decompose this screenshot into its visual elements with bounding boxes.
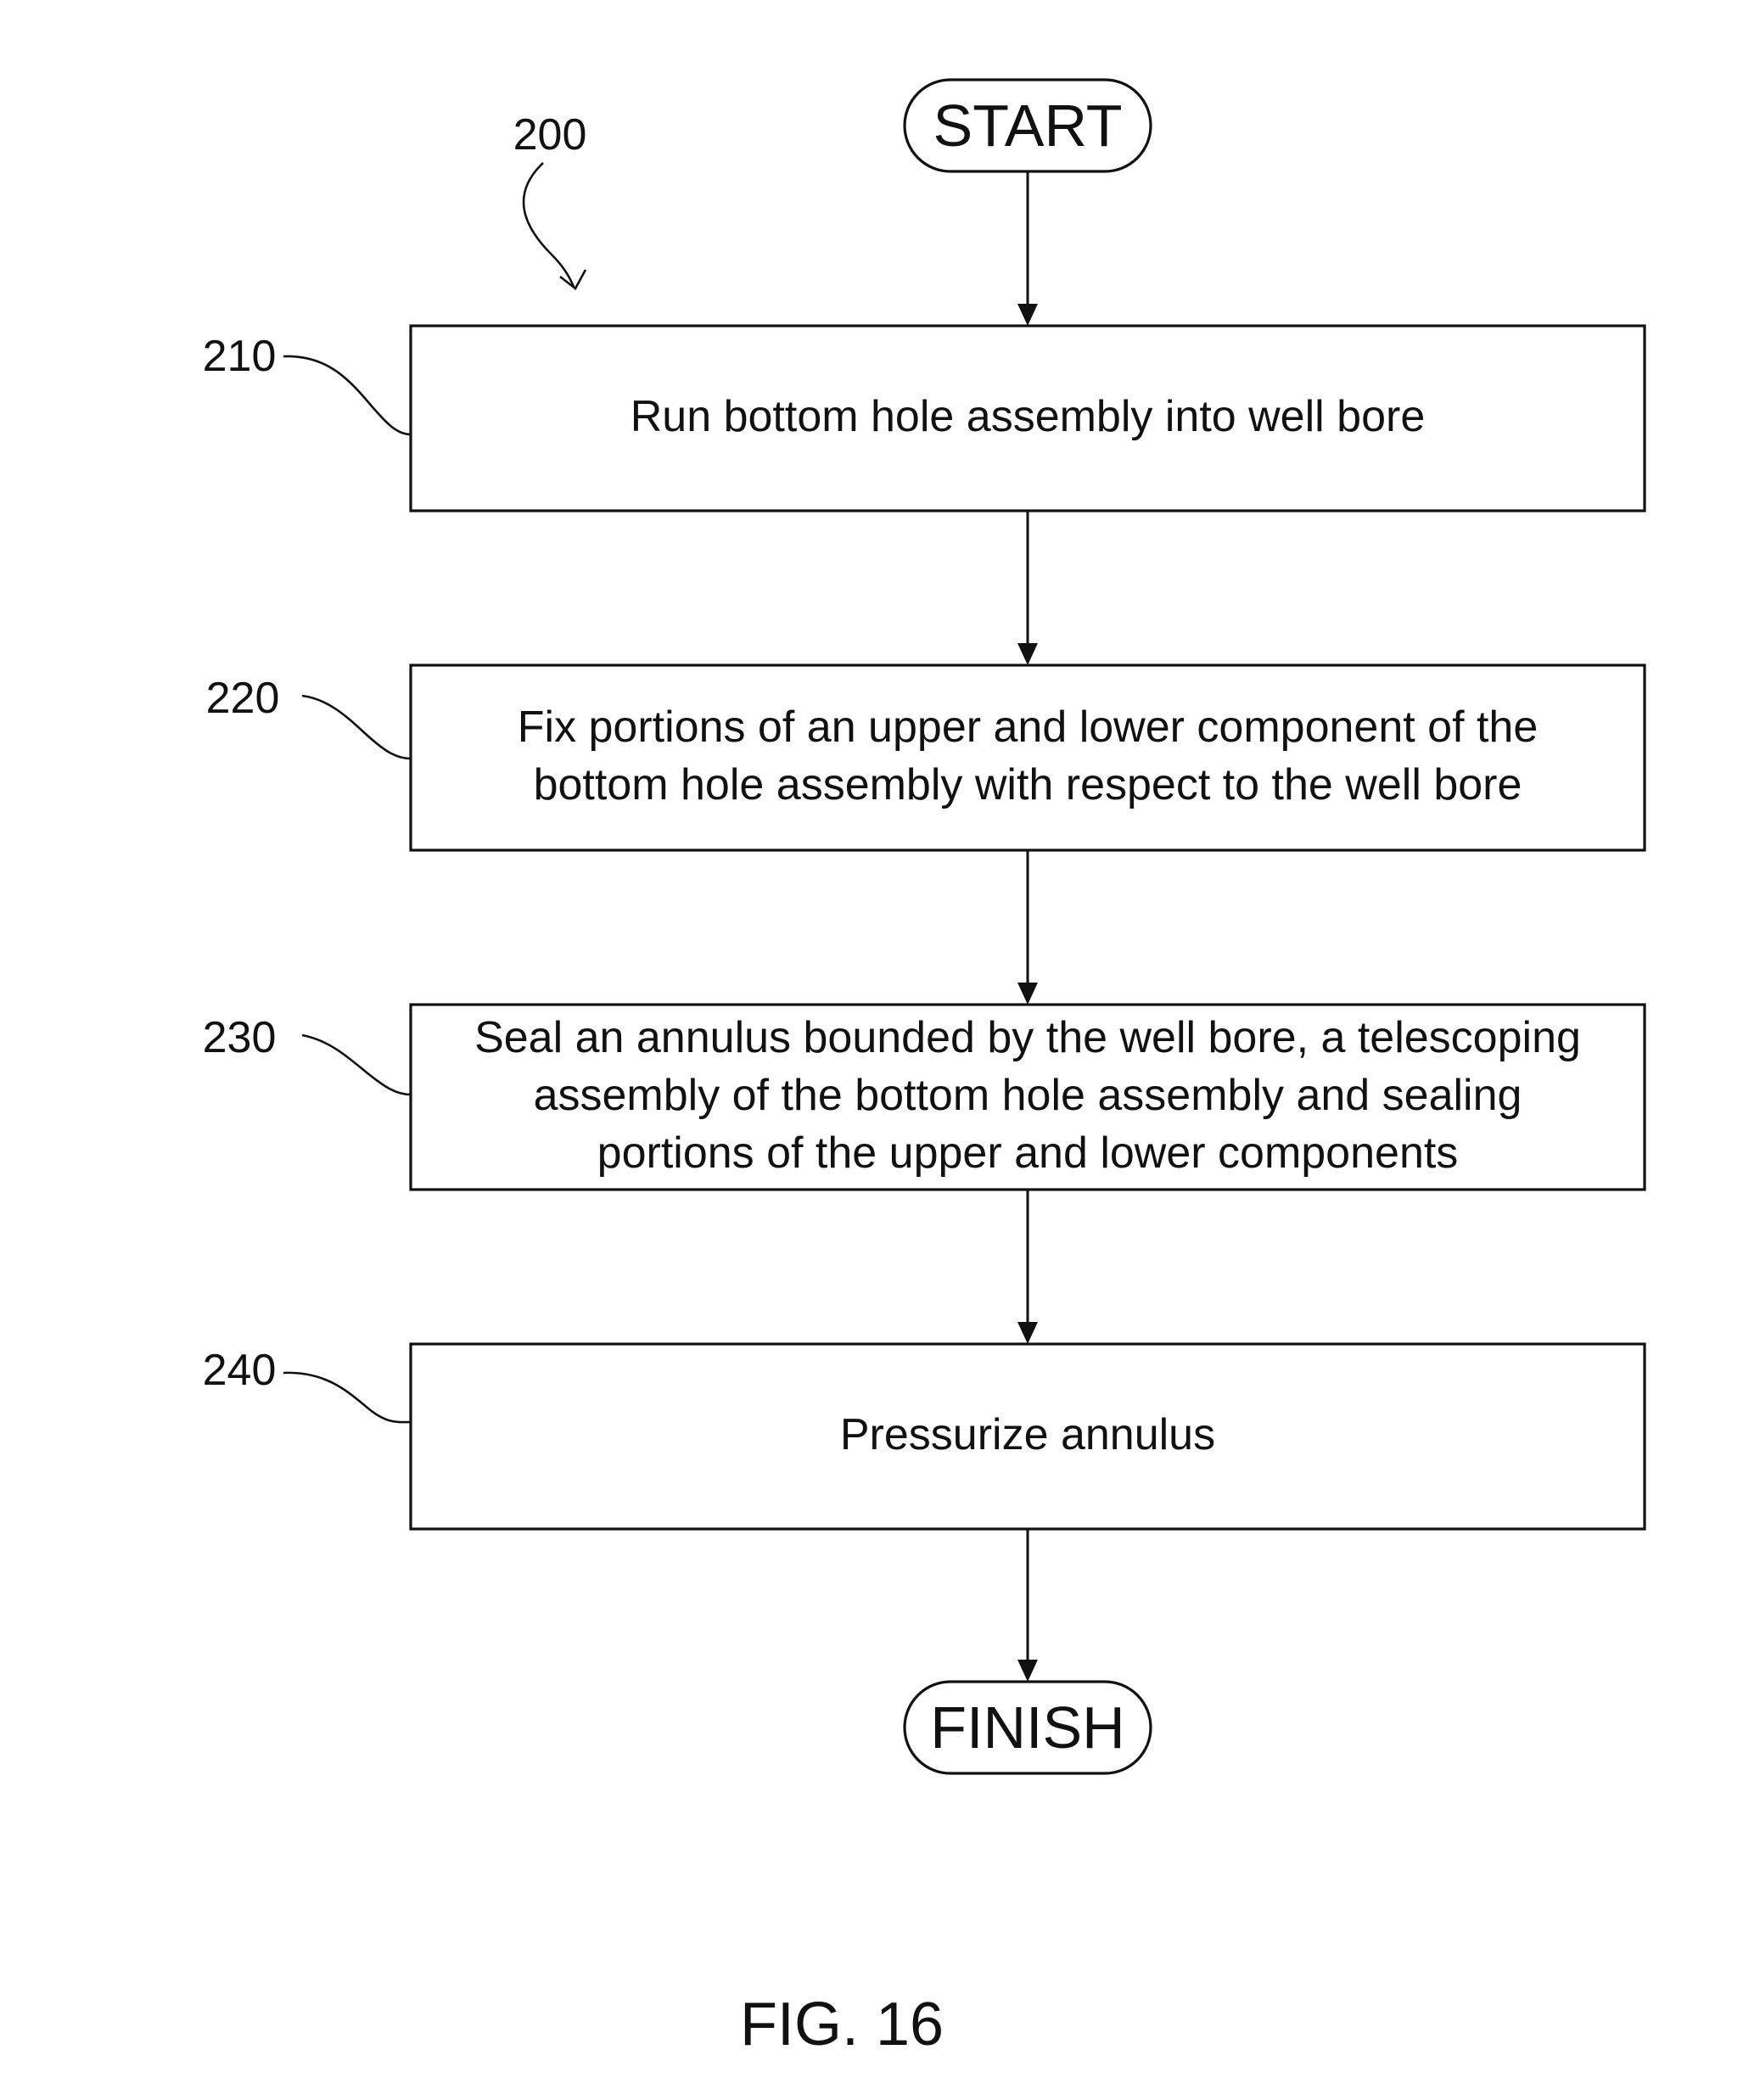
start-terminal: START	[905, 80, 1151, 171]
figure-caption: FIG. 16	[740, 1991, 944, 2058]
step-ref-leader	[283, 356, 411, 434]
step-220: Fix portions of an upper and lower compo…	[206, 665, 1645, 850]
step-text-line: Run bottom hole assembly into well bore	[631, 392, 1425, 441]
step-text-line: bottom hole assembly with respect to the…	[534, 760, 1522, 809]
connector-start-to-210	[1017, 171, 1038, 326]
connector-240-to-finish	[1017, 1529, 1038, 1682]
step-ref-leader	[302, 696, 411, 759]
step-text-line: Seal an annulus bounded by the well bore…	[474, 1013, 1581, 1062]
step-ref-number: 230	[203, 1013, 277, 1062]
figure-ref-arrow-head	[560, 270, 586, 288]
connector-210-to-220	[1017, 511, 1038, 665]
step-ref-number: 240	[203, 1346, 277, 1395]
step-240: Pressurize annulus 240	[203, 1344, 1645, 1529]
connector-230-to-240	[1017, 1190, 1038, 1344]
step-text-line: Pressurize annulus	[840, 1410, 1215, 1459]
step-ref-leader	[302, 1035, 411, 1095]
step-text-line: Fix portions of an upper and lower compo…	[518, 703, 1539, 752]
step-text-line: portions of the upper and lower componen…	[597, 1128, 1459, 1178]
step-ref-number: 220	[206, 674, 280, 723]
start-terminal-label: START	[933, 92, 1123, 159]
arrow-head	[1017, 643, 1038, 665]
step-text-line: assembly of the bottom hole assembly and…	[534, 1071, 1522, 1120]
connector-220-to-230	[1017, 850, 1038, 1005]
arrow-head	[1017, 1660, 1038, 1682]
step-box	[411, 665, 1645, 850]
step-210: Run bottom hole assembly into well bore …	[203, 326, 1645, 511]
arrow-head	[1017, 304, 1038, 326]
step-ref-leader	[283, 1373, 411, 1422]
step-ref-number: 210	[203, 332, 277, 381]
arrow-head	[1017, 1322, 1038, 1344]
finish-terminal-label: FINISH	[930, 1694, 1124, 1761]
figure-ref-number: 200	[513, 110, 587, 160]
arrow-head	[1017, 983, 1038, 1005]
finish-terminal: FINISH	[905, 1682, 1151, 1773]
figure-ref-arrow-curve	[524, 163, 574, 287]
step-230: Seal an annulus bounded by the well bore…	[203, 1005, 1645, 1190]
